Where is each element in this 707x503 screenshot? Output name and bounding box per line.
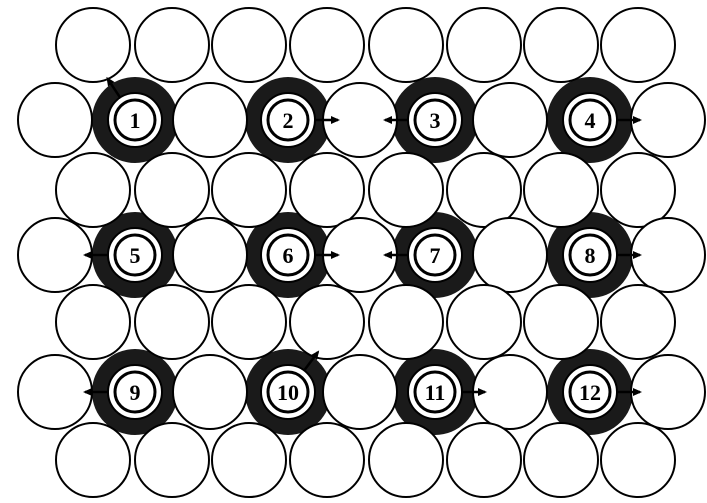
circle-label-2: 2	[283, 108, 294, 133]
packed-circle	[212, 153, 286, 227]
circle-label-3: 3	[430, 108, 441, 133]
packed-circle	[601, 8, 675, 82]
packed-circle	[290, 285, 364, 359]
circle-label-12: 12	[579, 380, 601, 405]
circle-label-11: 11	[425, 380, 446, 405]
packed-circle	[447, 423, 521, 497]
packed-circle	[56, 285, 130, 359]
packed-circle	[135, 423, 209, 497]
packed-circle	[447, 153, 521, 227]
packed-circle	[369, 153, 443, 227]
packed-circle	[631, 83, 705, 157]
packed-circle	[447, 8, 521, 82]
packed-circle	[18, 83, 92, 157]
packed-circle	[473, 83, 547, 157]
circle-label-4: 4	[585, 108, 596, 133]
circle-label-5: 5	[130, 243, 141, 268]
circle-label-6: 6	[283, 243, 294, 268]
packed-circle	[56, 423, 130, 497]
packed-circle	[524, 285, 598, 359]
packed-circle	[631, 355, 705, 429]
packed-circle	[135, 285, 209, 359]
packed-circle	[173, 218, 247, 292]
packed-circle	[524, 153, 598, 227]
packed-circle	[212, 423, 286, 497]
packed-circle	[56, 8, 130, 82]
packed-circle	[173, 83, 247, 157]
packed-circle	[135, 153, 209, 227]
packed-circle	[524, 8, 598, 82]
packed-circle	[524, 423, 598, 497]
packed-circle	[290, 8, 364, 82]
packed-circle	[369, 285, 443, 359]
packed-circle	[18, 355, 92, 429]
circle-label-7: 7	[430, 243, 441, 268]
circle-label-10: 10	[277, 380, 299, 405]
packed-circle	[56, 153, 130, 227]
packed-circle	[212, 285, 286, 359]
packed-circle	[601, 285, 675, 359]
circle-label-8: 8	[585, 243, 596, 268]
packed-circle	[369, 8, 443, 82]
circle-label-1: 1	[130, 108, 141, 133]
packed-circle	[601, 423, 675, 497]
packed-circle	[369, 423, 443, 497]
packed-circle	[135, 8, 209, 82]
packed-circle	[290, 423, 364, 497]
packed-circle	[290, 153, 364, 227]
packed-circle	[631, 218, 705, 292]
packed-circle	[173, 355, 247, 429]
packed-circle	[323, 355, 397, 429]
packed-circle	[18, 218, 92, 292]
packed-circle	[212, 8, 286, 82]
packed-circle	[473, 218, 547, 292]
packed-circle	[447, 285, 521, 359]
packed-circle	[601, 153, 675, 227]
circle-label-9: 9	[130, 380, 141, 405]
